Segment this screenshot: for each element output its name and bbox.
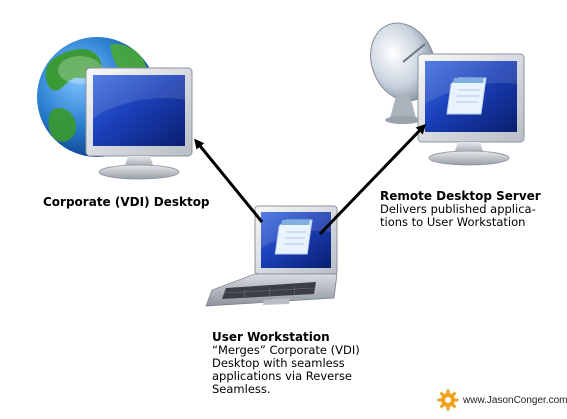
gear-icon (437, 389, 459, 411)
workstation-desc-line: “Merges” Corporate (VDI) (212, 343, 360, 357)
corporate-desktop-label: Corporate (VDI) Desktop (43, 195, 210, 209)
workstation-desc-line: Seamless. (212, 382, 271, 396)
laptop-icon (205, 205, 338, 307)
remote-server-desc-line: tions to User Workstation (380, 215, 526, 229)
corporate-node-graphic (37, 37, 193, 180)
notepad-icon (274, 219, 313, 255)
workstation-desc-line: applications via Reverse (212, 369, 353, 383)
monitor-icon (85, 67, 193, 180)
workstation-desc-line: Desktop with seamless (212, 356, 345, 370)
watermark: www.JasonConger.com (437, 389, 567, 411)
remote-server-node-graphic (370, 22, 525, 166)
notepad-icon (446, 77, 487, 115)
watermark-text: www.JasonConger.com (463, 394, 567, 406)
arrow-workstation-to-remote-server (318, 123, 427, 236)
remote-server-desc-line: Delivers published applica- (380, 202, 536, 216)
remote-server-text: Remote Desktop Server Delivers published… (380, 190, 560, 229)
workstation-title: User Workstation (212, 330, 330, 344)
workstation-text: User Workstation “Merges” Corporate (VDI… (212, 331, 402, 396)
arrow-workstation-to-corporate (194, 138, 264, 223)
remote-server-title: Remote Desktop Server (380, 189, 541, 203)
workstation-node-graphic (205, 205, 338, 307)
